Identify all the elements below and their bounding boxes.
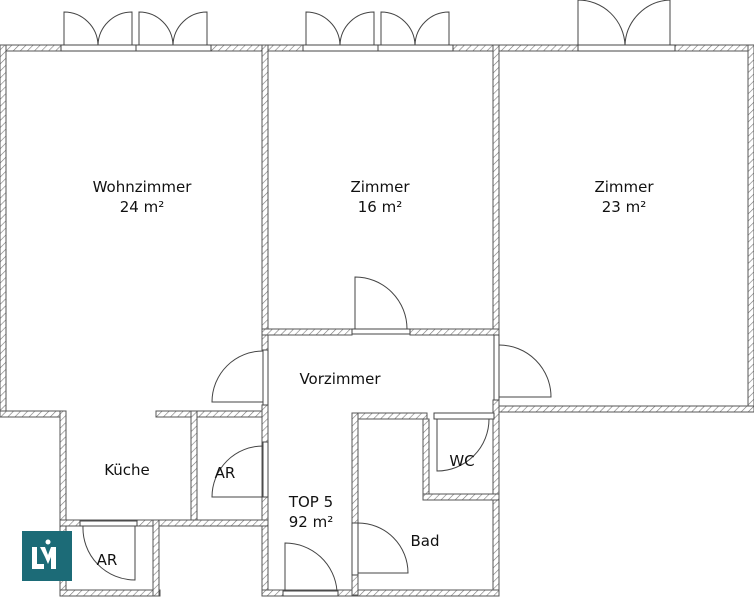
room-name: Zimmer bbox=[350, 178, 410, 196]
room-area: 16 m² bbox=[357, 198, 403, 216]
unit-area: 92 m² bbox=[288, 513, 334, 531]
room-label-zimmer-16: Zimmer 16 m² bbox=[350, 177, 409, 217]
unit-label: TOP 5 92 m² bbox=[289, 492, 333, 532]
lm-logo-icon bbox=[22, 531, 72, 581]
room-name: Zimmer bbox=[594, 178, 654, 196]
room-label-zimmer-23: Zimmer 23 m² bbox=[594, 177, 653, 217]
unit-name: TOP 5 bbox=[288, 493, 334, 511]
room-area: 23 m² bbox=[601, 198, 647, 216]
room-area: 24 m² bbox=[119, 198, 165, 216]
room-label-vorzimmer: Vorzimmer bbox=[299, 370, 381, 388]
room-label-wc: WC bbox=[449, 452, 475, 470]
room-label-kueche: Küche bbox=[104, 461, 150, 479]
room-label-wohnzimmer: Wohnzimmer 24 m² bbox=[93, 177, 192, 217]
room-name: Wohnzimmer bbox=[92, 178, 192, 196]
room-label-bad: Bad bbox=[410, 532, 440, 550]
logo-mark bbox=[32, 539, 56, 569]
room-label-ar: AR bbox=[214, 464, 236, 482]
room-label-ar-small: AR bbox=[96, 551, 118, 569]
